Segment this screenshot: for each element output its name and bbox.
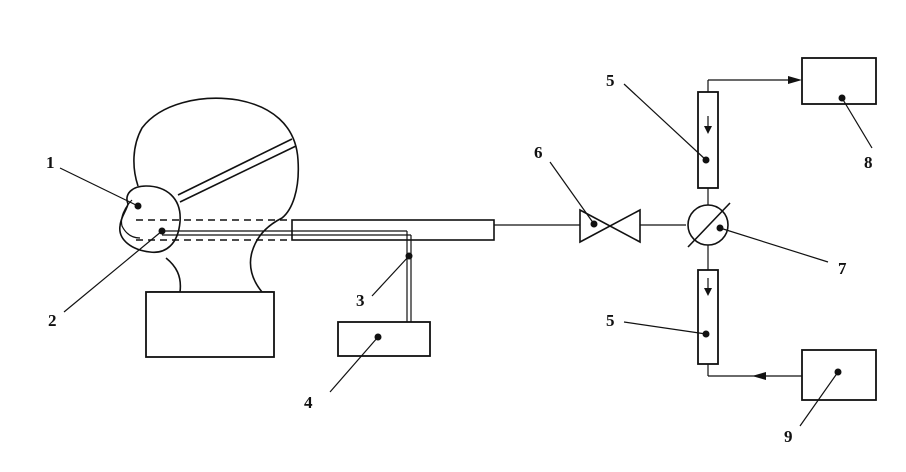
leader-5-lower [623,321,707,335]
callout-5-lower: 5 [606,311,615,330]
leader-5-upper [623,83,707,161]
callout-6: 6 [534,143,543,162]
arrow-from-box-9-icon [752,372,766,380]
callout-5-upper: 5 [606,71,615,90]
box-4 [337,321,431,357]
switch-7-slash [687,202,731,248]
leader-8-dot [838,94,846,102]
flowmeter-lower-arrow-icon [704,288,712,296]
callout-8: 8 [864,153,873,172]
leader-2 [63,230,163,313]
flowmeter-5-upper [697,91,719,189]
leader-2-dot [158,227,166,235]
callout-4: 4 [304,393,313,412]
callout-7: 7 [838,259,847,278]
leader-3-dot [405,252,413,260]
leader-4 [329,336,379,393]
callout-3: 3 [356,291,365,310]
leader-7 [719,227,829,263]
leader-1-dot [134,202,142,210]
leader-9 [799,371,839,427]
leader-5-lower-dot [702,330,710,338]
arrow-to-box-8-icon [788,76,802,84]
head-harness-strap-inner [179,145,297,203]
leader-8 [841,97,873,149]
leader-6-dot [590,220,598,228]
head-form-base [145,291,275,358]
nose-outline [120,199,141,239]
callout-2: 2 [48,311,57,330]
main-tube [291,219,495,241]
leader-7-dot [716,224,724,232]
leader-1 [59,167,139,207]
leader-3 [371,255,410,297]
valve-6 [579,208,641,244]
callout-9: 9 [784,427,793,446]
head-harness-strap [177,138,293,196]
leader-4-dot [374,333,382,341]
flowmeter-upper-arrow-icon [704,126,712,134]
mask-body [119,185,181,253]
leader-6 [549,161,595,225]
leader-5-upper-dot [702,156,710,164]
leader-9-dot [834,368,842,376]
callout-1: 1 [46,153,55,172]
